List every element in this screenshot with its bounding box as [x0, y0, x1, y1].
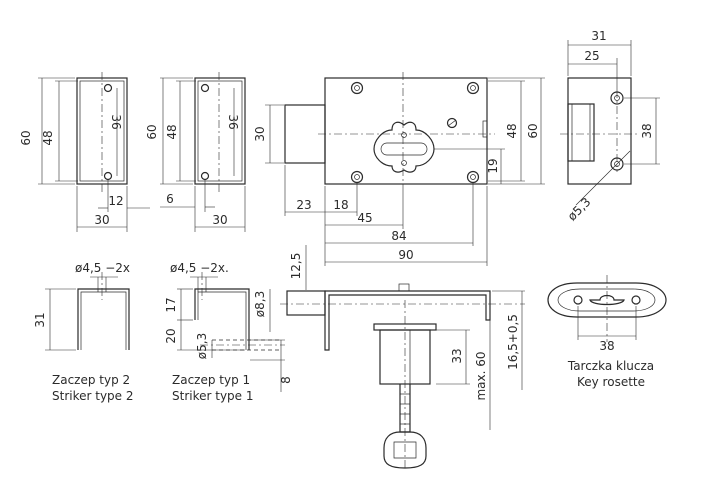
- dim-17: 17: [164, 297, 178, 312]
- dim-36-striker1: 36: [226, 114, 240, 129]
- dim-23: 23: [296, 198, 311, 212]
- dim-60-striker1: 60: [145, 124, 159, 139]
- dim-60-striker2: 60: [19, 130, 33, 145]
- hole-spec-striker2: ø4,5 −2x: [75, 261, 130, 275]
- dim-20: 20: [164, 328, 178, 343]
- striker-type1-section: [177, 272, 285, 392]
- dim-48-striker2: 48: [41, 130, 55, 145]
- dim-19: 19: [486, 158, 500, 173]
- striker-type1-front-view: [160, 72, 246, 232]
- dim-12-5: 12,5: [289, 253, 303, 280]
- lock-body-front-view: [265, 72, 545, 266]
- dim-6: 6: [166, 192, 174, 206]
- dim-30-striker1: 30: [212, 213, 227, 227]
- dim-30-bolt: 30: [253, 126, 267, 141]
- dim-diameter-5-3-side: ø5,3: [565, 195, 594, 224]
- key-rosette-view: [547, 275, 667, 342]
- dim-31-side: 31: [591, 29, 606, 43]
- caption-striker1-en: Striker type 1: [172, 389, 254, 403]
- dim-diameter-5-3: ø5,3: [195, 333, 209, 359]
- striker-type2-section: [45, 272, 130, 351]
- dim-48-striker1: 48: [165, 124, 179, 139]
- caption-striker2-en: Striker type 2: [52, 389, 134, 403]
- dim-60-lock: 60: [526, 123, 540, 138]
- dim-90: 90: [398, 248, 413, 262]
- dim-31-striker2: 31: [33, 312, 47, 327]
- caption-rosette-pl: Tarczka klucza: [567, 359, 654, 373]
- dim-33: 33: [450, 348, 464, 363]
- dim-38-rosette: 38: [599, 339, 614, 353]
- dim-25-side: 25: [584, 49, 599, 63]
- lock-side-view: [560, 40, 660, 206]
- striker-type2-front-view: [38, 72, 150, 232]
- caption-striker1-pl: Zaczep typ 1: [172, 373, 250, 387]
- caption-striker2-pl: Zaczep typ 2: [52, 373, 130, 387]
- dim-48-lock: 48: [505, 123, 519, 138]
- lock-section-view: [280, 245, 525, 470]
- dim-84: 84: [391, 229, 406, 243]
- dim-36-striker2: 36: [109, 114, 123, 129]
- dim-8: 8: [279, 376, 293, 384]
- dim-18: 18: [333, 198, 348, 212]
- caption-rosette-en: Key rosette: [577, 375, 645, 389]
- dim-max-60: max. 60: [474, 351, 488, 400]
- dim-diameter-8-3: ø8,3: [253, 291, 267, 317]
- dim-30-striker2: 30: [94, 213, 109, 227]
- dim-38-side: 38: [640, 123, 654, 138]
- dim-12: 12: [108, 194, 123, 208]
- dim-16-5: 16,5+0,5: [506, 314, 520, 370]
- dim-45: 45: [357, 211, 372, 225]
- hole-spec-striker1: ø4,5 −2x.: [170, 261, 229, 275]
